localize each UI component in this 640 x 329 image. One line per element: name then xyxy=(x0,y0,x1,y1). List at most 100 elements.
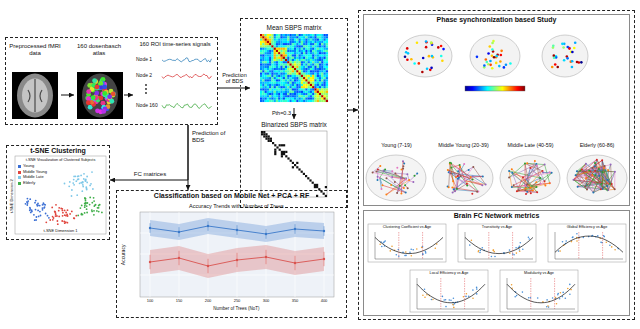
metric-point xyxy=(519,246,521,248)
matrix-cell xyxy=(294,75,296,77)
matrix-cell xyxy=(305,34,307,36)
roi-dot xyxy=(500,50,503,53)
roi-dot xyxy=(491,42,494,45)
chart-label: 300 xyxy=(258,299,274,304)
network-node xyxy=(551,172,553,174)
matrix-cell xyxy=(305,61,307,63)
binary-cell xyxy=(296,166,298,168)
metric-point xyxy=(445,299,447,301)
matrix-cell xyxy=(278,54,280,56)
metric-point xyxy=(425,251,427,253)
tsne-point xyxy=(27,198,29,200)
network-node xyxy=(476,191,478,193)
tsne-point xyxy=(44,204,46,206)
tsne-point xyxy=(39,211,41,213)
node-label: Node 2 xyxy=(136,73,160,79)
matrix-cell xyxy=(308,34,310,36)
matrix-cell xyxy=(287,75,289,77)
matrix-cell xyxy=(280,34,282,36)
matrix-cell xyxy=(326,52,328,54)
matrix-cell xyxy=(283,82,285,84)
matrix-cell xyxy=(301,34,303,36)
chart-axis xyxy=(555,232,623,259)
matrix-cell xyxy=(323,77,325,79)
matrix-cell xyxy=(317,50,319,52)
network-node xyxy=(386,177,388,179)
tsne-point xyxy=(43,202,45,204)
matrix-cell xyxy=(276,86,278,88)
matrix-cell xyxy=(287,82,289,84)
matrix-cell xyxy=(317,88,319,90)
matrix-cell xyxy=(274,93,276,95)
matrix-cell xyxy=(267,61,269,63)
test-marker xyxy=(149,261,151,263)
network-node xyxy=(403,187,405,189)
matrix-cell xyxy=(319,70,321,72)
matrix-cell xyxy=(289,61,291,63)
roi-dot xyxy=(563,59,566,62)
binary-cell xyxy=(301,171,303,173)
metric-point xyxy=(465,296,467,298)
metric-point xyxy=(478,251,480,253)
matrix-cell xyxy=(287,100,289,102)
matrix-cell xyxy=(299,54,301,56)
matrix-cell xyxy=(321,79,323,81)
matrix-cell xyxy=(262,57,264,59)
tsne-point xyxy=(81,205,83,207)
chart-label: Global Efficiency vs Age xyxy=(548,225,626,229)
matrix-cell xyxy=(312,54,314,56)
binary-cell xyxy=(316,186,318,188)
matrix-cell xyxy=(265,77,267,79)
test-band xyxy=(150,245,324,278)
tsne-point xyxy=(77,215,79,217)
fc-link xyxy=(471,176,483,178)
tsne-point xyxy=(26,204,28,206)
matrix-cell xyxy=(271,39,273,41)
roi-dot xyxy=(425,40,428,43)
roi-dot xyxy=(573,47,576,50)
matrix-cell xyxy=(317,45,319,47)
tsne-point xyxy=(93,197,95,199)
binary-cell xyxy=(314,186,316,188)
network-node xyxy=(595,174,597,176)
matrix-cell xyxy=(303,88,305,90)
binary-cell xyxy=(268,140,270,142)
matrix-cell xyxy=(319,45,321,47)
network-node xyxy=(544,164,546,166)
roi-dot xyxy=(418,62,421,65)
matrix-cell xyxy=(299,86,301,88)
network-node xyxy=(539,177,541,179)
binary-cell xyxy=(270,138,272,140)
matrix-cell xyxy=(283,79,285,81)
matrix-cell xyxy=(326,84,328,86)
matrix-cell xyxy=(267,66,269,68)
metric-point xyxy=(383,242,385,244)
binary-cell xyxy=(272,142,274,144)
matrix-cell xyxy=(289,52,291,54)
matrix-cell xyxy=(269,54,271,56)
matrix-cell xyxy=(303,48,305,50)
matrix-cell xyxy=(285,43,287,45)
metric-point xyxy=(421,247,423,249)
network-node xyxy=(463,163,465,165)
node-title: 160 ROI time-series signals xyxy=(134,41,216,48)
network-brain xyxy=(366,155,426,201)
matrix-cell xyxy=(280,43,282,45)
matrix-cell xyxy=(265,93,267,95)
matrix-cell xyxy=(292,50,294,52)
train-errorbar xyxy=(237,225,238,235)
matrix-cell xyxy=(283,100,285,102)
network-node xyxy=(449,171,451,173)
matrix-cell xyxy=(317,34,319,36)
matrix-cell xyxy=(314,34,316,36)
matrix-cell xyxy=(314,79,316,81)
matrix-cell xyxy=(276,50,278,52)
matrix-cell xyxy=(283,43,285,45)
tsne-point xyxy=(29,207,31,209)
matrix-cell xyxy=(278,82,280,84)
network-node xyxy=(400,193,402,195)
tsne-point xyxy=(82,186,84,188)
tsne-point xyxy=(68,185,70,187)
fc-link xyxy=(607,190,609,191)
